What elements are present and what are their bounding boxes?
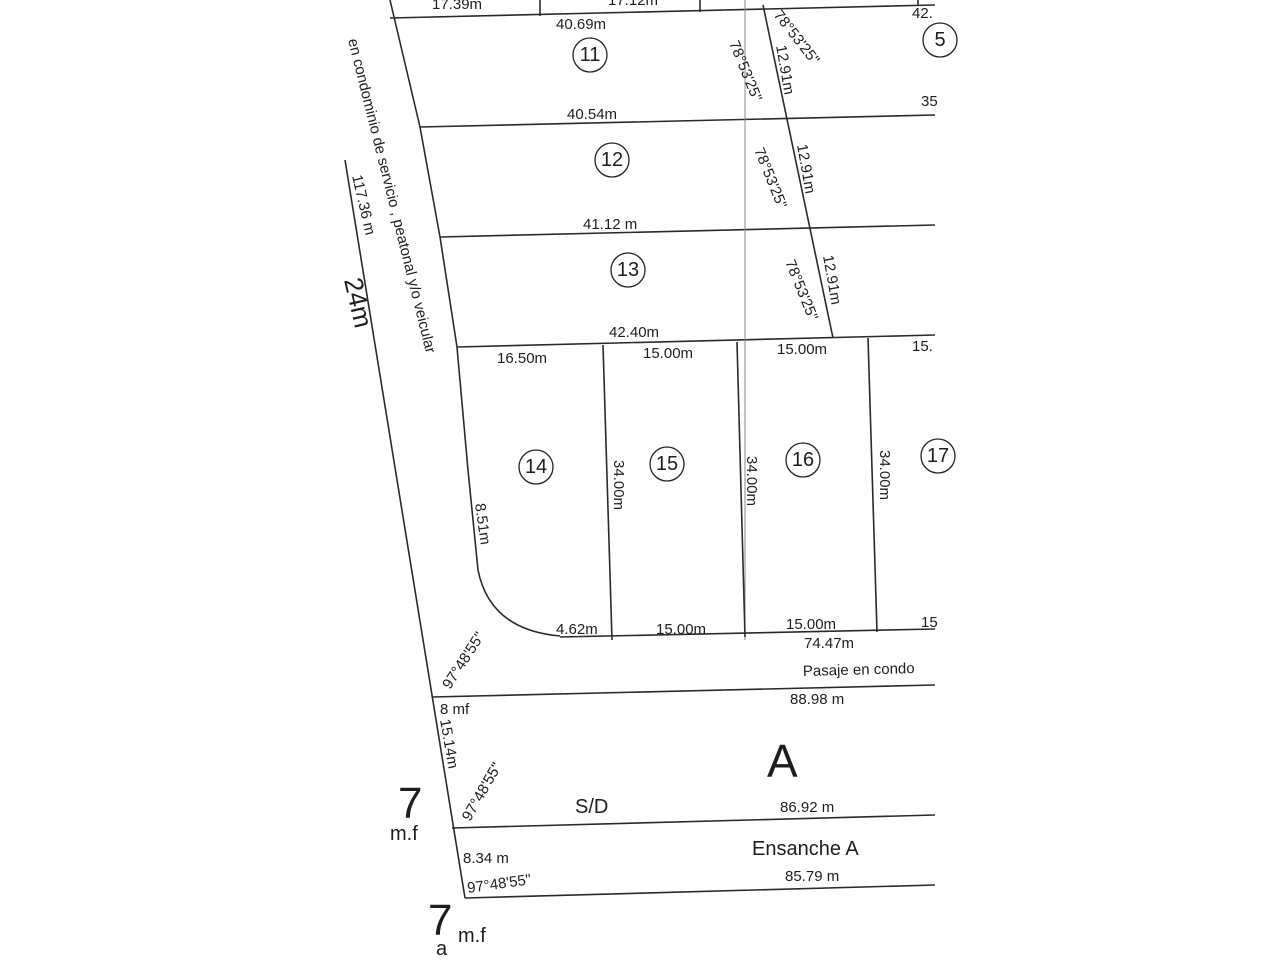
lot-rear-diagonal	[762, 4, 834, 339]
lot-16: 16	[785, 442, 821, 478]
dim-lot13-bottom: 42.40m	[609, 324, 659, 341]
dim-side-12-91-3: 12.91m	[819, 254, 844, 306]
lot-14: 14	[518, 449, 554, 485]
dim-8-mf: 8 mf	[440, 701, 470, 718]
dim-block-a-bottom: 86.92 m	[780, 799, 834, 816]
lot-5: 5	[922, 22, 958, 58]
pasaje-bottom-line	[431, 684, 936, 698]
plan-lines	[344, 0, 936, 899]
sd-label: S/D	[575, 796, 608, 818]
dim-lot14-top: 16.50m	[497, 350, 547, 367]
lot-13: 13	[610, 252, 646, 288]
dim-lot17-depth: 34.00m	[876, 450, 893, 500]
dim-top-42: 42.	[912, 5, 933, 22]
block-a-label: A	[767, 735, 798, 787]
dim-lot14-curve: 8.51m	[471, 502, 494, 546]
road-inner-boundary	[389, 0, 561, 637]
dim-lot16-depth: 34.00m	[743, 456, 760, 506]
dim-lot15-bottom: 15.00m	[656, 621, 706, 638]
marker-7: 7	[398, 779, 422, 828]
svg-text:5: 5	[934, 29, 945, 51]
lot-12: 12	[594, 142, 630, 178]
dim-right-35: 35	[921, 93, 938, 110]
dim-top-17-12: 17.12m	[608, 0, 658, 9]
dim-road-length-2: 24m	[338, 275, 379, 331]
angle-97-3: 97°48'55"	[466, 871, 532, 897]
area-labels: Pasaje en condo A S/D Ensanche A 7 m.f 7…	[390, 660, 915, 960]
marker-7-mf: m.f	[390, 823, 418, 845]
block-a-bottom-line	[451, 814, 936, 829]
dim-8-34: 8.34 m	[463, 850, 509, 867]
lot-12-13-line	[439, 224, 936, 238]
lots-front-line	[559, 628, 936, 638]
angle-78-4: 78°53'25"	[781, 257, 821, 323]
svg-text:11: 11	[580, 44, 601, 66]
dim-lot16-top: 15.00m	[777, 341, 827, 358]
marker-7a: 7	[428, 896, 452, 945]
svg-text:16: 16	[792, 449, 814, 471]
dim-lot15-depth: 34.00m	[610, 460, 627, 510]
svg-text:13: 13	[617, 259, 639, 281]
dim-lot17-top: 15.	[912, 338, 933, 355]
ensanche-label: Ensanche A	[752, 838, 859, 860]
angle-97-2: 97°48'55"	[459, 760, 506, 824]
svg-text:14: 14	[525, 456, 547, 478]
lot-15: 15	[649, 446, 685, 482]
lot-11: 11	[572, 37, 608, 73]
dim-top-17-39: 17.39m	[432, 0, 482, 13]
angle-97-1: 97°48'55"	[439, 629, 488, 692]
dim-lot11-top: 40.69m	[556, 16, 606, 33]
dim-ensanche-bottom: 85.79 m	[785, 868, 839, 885]
marker-7a-sub-a: a	[436, 938, 448, 960]
ensanche-bottom-line	[464, 884, 936, 899]
road-outer-boundary	[344, 159, 466, 899]
dim-block-a-top: 88.98 m	[790, 691, 844, 708]
dimension-labels: 17.39m 17.12m 42. 35 40.69m 40.54m 41.12…	[432, 0, 938, 897]
pasaje-label: Pasaje en condo	[803, 660, 915, 680]
top-lot-line	[389, 4, 936, 19]
svg-text:15: 15	[656, 453, 678, 475]
lot-13-14-line	[456, 334, 936, 348]
lot-markers: 11 12 13 14 15 16 17 5	[518, 22, 958, 485]
dim-lot14-bottom: 4.62m	[556, 621, 598, 638]
dim-lot15-top: 15.00m	[643, 345, 693, 362]
dim-lot17-bottom: 15	[921, 614, 938, 631]
lot-17: 17	[920, 438, 956, 474]
lot-14-15-line	[602, 344, 613, 641]
lot-15-16-line	[736, 341, 746, 638]
dim-lot11-bottom: 40.54m	[567, 106, 617, 123]
lot-11-12-line	[419, 114, 936, 128]
angle-78-3: 78°53'25"	[750, 145, 790, 211]
dim-lot16-bottom: 15.00m	[786, 616, 836, 633]
lot-16-17-line	[867, 337, 878, 633]
svg-text:12: 12	[601, 149, 623, 171]
dim-lot12-bottom: 41.12 m	[583, 216, 637, 233]
dim-pasaje-length: 74.47m	[804, 635, 854, 652]
marker-7a-mf: m.f	[458, 925, 486, 947]
svg-text:17: 17	[927, 445, 949, 467]
